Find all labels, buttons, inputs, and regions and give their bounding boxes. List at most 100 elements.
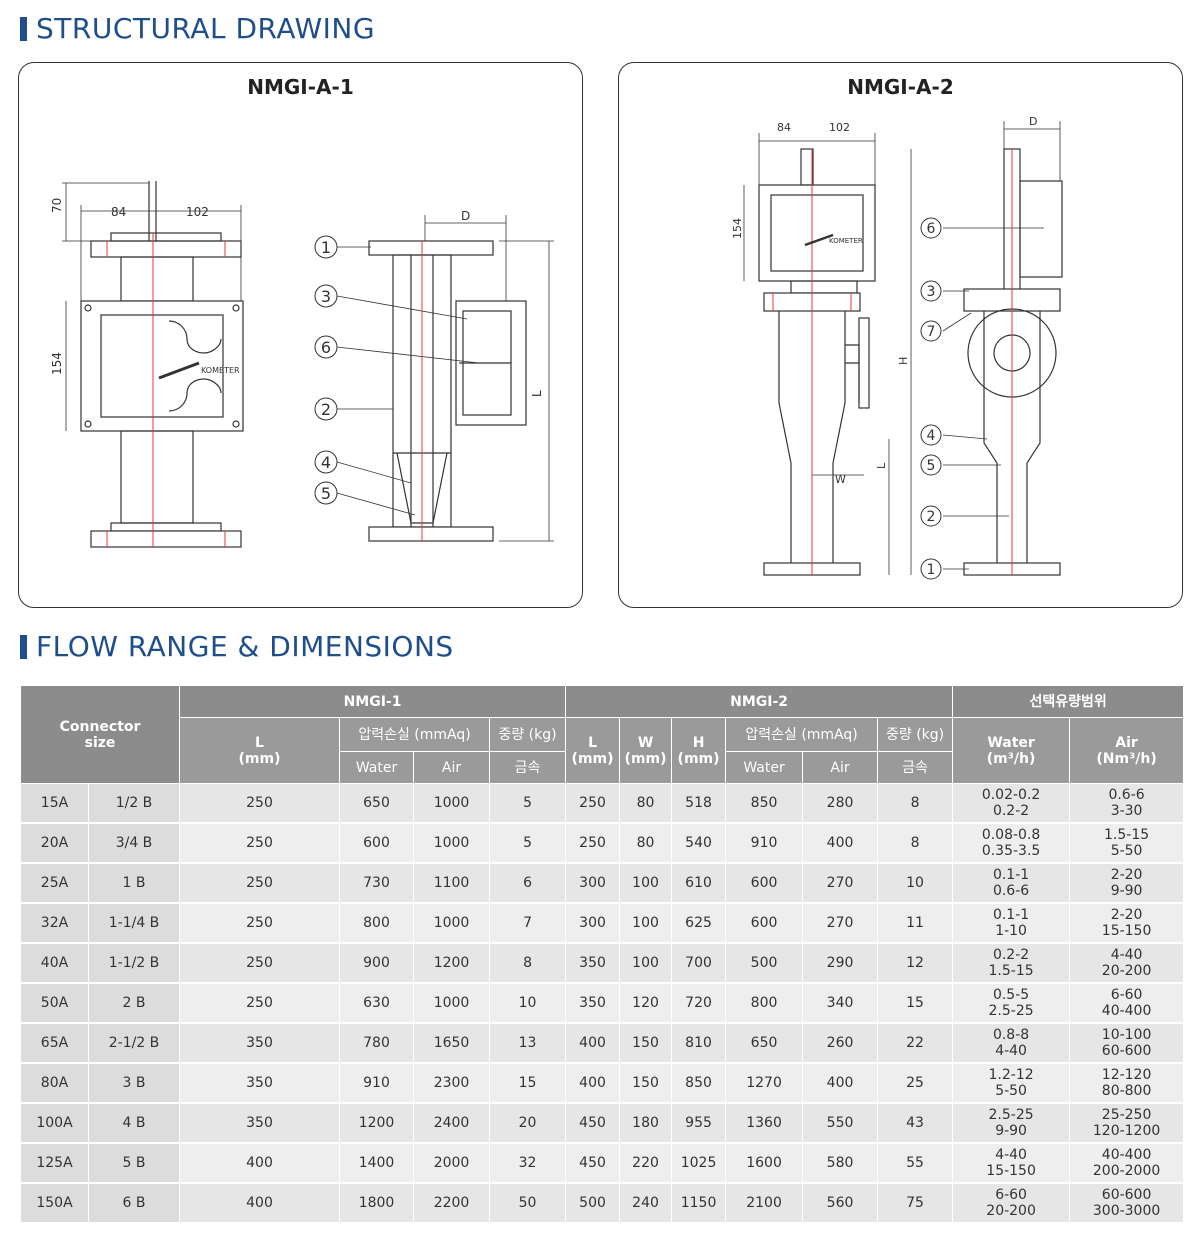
dim-l-left: L [530,390,544,397]
range-value: 6-60 [995,1187,1027,1203]
range-value: 1.5-15 [1104,827,1150,843]
table-cell-l1: 400 [179,1182,341,1224]
heading-bar [20,634,27,659]
table-cell-a1: 1000 [413,982,491,1024]
table-cell-l1: 400 [179,1142,341,1184]
range-value: 3-30 [1110,803,1143,819]
range-value: 1.2-12 [988,1067,1034,1083]
range-value: 4-40 [1110,947,1143,963]
table-cell-a1: 1000 [413,783,491,824]
table-cell-l1: 250 [179,822,341,864]
callout-1-right: 1 [927,562,936,578]
header-weight-nmgi2: 중량 (kg) [877,717,954,752]
header-loss-nmgi1: 압력손실 (mmAq) [339,717,491,752]
range-value: 0.2-2 [992,803,1030,819]
dim-102-right: 102 [829,121,850,134]
range-value: 20-200 [1101,963,1152,979]
range-value: 4-40 [995,1147,1027,1163]
range-value: 5-50 [1110,843,1143,859]
table-cell-w: 80 [619,783,673,824]
drawing-nmgi-a-1: KOMETER 70 84 102 154 D L 1 3 6 2 4 5 [50,181,554,548]
header-l-nmgi2: L(mm) [565,717,621,784]
table-cell-kg1: 5 [489,822,567,864]
range-value: 5-50 [995,1083,1027,1099]
table-cell-b: 4 B [87,1102,181,1144]
flow-range-heading: FLOW RANGE & DIMENSIONS [20,630,454,663]
table-cell-a: 15A [20,783,89,824]
callout-6-left: 6 [321,338,331,357]
table-cell-a2: 560 [802,1182,879,1224]
table-cell-h: 720 [671,982,727,1024]
table-cell-l2: 300 [565,862,621,904]
table-cell-kg1: 10 [489,982,567,1024]
range-value: 4-40 [995,1043,1027,1059]
table-cell-w: 100 [619,942,673,984]
header-air-nmgi2: Air [802,751,879,784]
table-cell-b: 1 B [87,862,181,904]
header-air-nmgi1: Air [413,751,491,784]
table-cell-l2: 250 [565,822,621,864]
table-cell-kg1: 13 [489,1022,567,1064]
dim-84-right: 84 [777,121,791,134]
dim-154-left: 154 [50,352,64,375]
table-cell-kg2: 10 [877,862,954,904]
range-value: 80-800 [1101,1083,1152,1099]
table-cell-b: 1-1/4 B [87,902,181,944]
table-cell-h: 625 [671,902,727,944]
range-value: 2.5-25 [988,1003,1034,1019]
table-cell-w: 150 [619,1062,673,1104]
dim-d-left: D [461,209,470,223]
table-cell-kg2: 15 [877,982,954,1024]
range-value: 0.02-0.2 [981,787,1041,803]
table-cell-w2: 800 [725,982,804,1024]
header-water-nmgi2: Water [725,751,804,784]
table-cell-a1: 1000 [413,902,491,944]
table-cell-l2: 350 [565,982,621,1024]
table-cell-a: 32A [20,902,89,944]
table-cell-w1: 780 [339,1022,415,1064]
header-range-air: Air(Nm³/h) [1069,717,1185,784]
table-cell-w: 100 [619,862,673,904]
table-cell-w2: 1600 [725,1142,804,1184]
table-cell-kg1: 8 [489,942,567,984]
header-range: 선택유량범위 [952,685,1185,718]
table-cell-w: 180 [619,1102,673,1144]
range-value: 9-90 [1110,883,1143,899]
callout-7-right: 7 [927,324,936,340]
drawing-panel-nmgi-a-2: NMGI-A-2 [618,62,1183,608]
table-cell-a2: 400 [802,1062,879,1104]
range-value: 200-2000 [1092,1163,1161,1179]
callout-2-left: 2 [321,400,331,419]
table-cell-kg1: 20 [489,1102,567,1144]
table-cell-w: 100 [619,902,673,944]
table-cell-l2: 350 [565,942,621,984]
range-value: 0.35-3.5 [981,843,1041,859]
table-cell-a2: 400 [802,822,879,864]
range-value: 120-1200 [1092,1123,1161,1139]
header-metal-nmgi2: 금속 [877,751,954,784]
table-cell-w1: 1200 [339,1102,415,1144]
drawing-panel-nmgi-a-1: NMGI-A-1 [18,62,583,608]
table-cell-w: 150 [619,1022,673,1064]
table-cell-b: 1/2 B [87,783,181,824]
table-cell-kg1: 15 [489,1062,567,1104]
table-cell-b: 1-1/2 B [87,942,181,984]
range-value: 6-60 [1110,987,1143,1003]
table-cell-a: 25A [20,862,89,904]
table-cell-w1: 910 [339,1062,415,1104]
table-cell-b: 3 B [87,1062,181,1104]
table-cell-h: 1025 [671,1142,727,1184]
table-cell-kg2: 12 [877,942,954,984]
